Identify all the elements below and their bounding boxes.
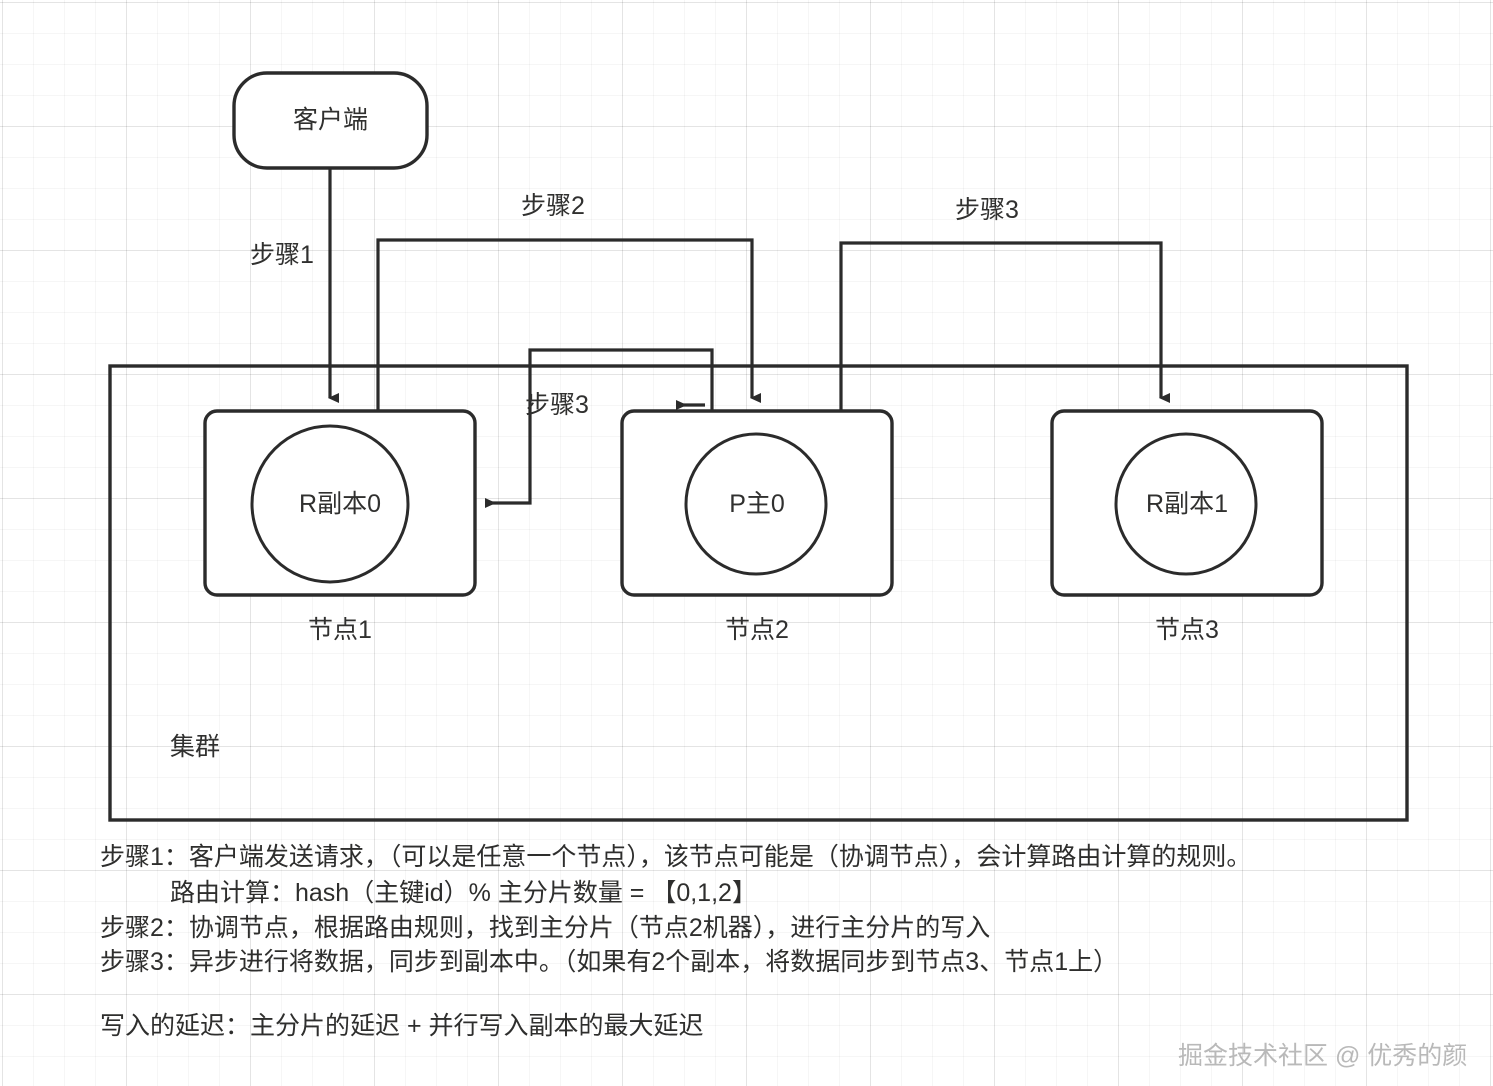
edge-label-step1: 步骤1 (250, 241, 314, 269)
cluster-box (108, 364, 1409, 822)
client-label: 客户端 (292, 106, 368, 134)
shard-label-3: R副本1 (1146, 490, 1228, 518)
edge-label-step3-right: 步骤3 (955, 196, 1019, 224)
cluster-label: 集群 (170, 733, 221, 761)
shard-circle-3[interactable] (1114, 432, 1258, 576)
caption-line-1: 步骤1：客户端发送请求，（可以是任意一个节点），该节点可能是（协调节点），会计算… (100, 843, 1252, 871)
caption-line-2: 路由计算：hash（主键id）% 主分片数量 = 【0,1,2】 (170, 879, 757, 907)
edge-step3-left (485, 348, 714, 508)
caption-line-3: 步骤2：协调节点，根据路由规则，找到主分片（节点2机器），进行主分片的写入 (100, 914, 991, 942)
caption-line-4: 步骤3：异步进行将数据，同步到副本中。（如果有2个副本，将数据同步到节点3、节点… (100, 948, 1119, 976)
node-label-1: 节点1 (308, 616, 372, 644)
shard-label-2: P主0 (729, 490, 785, 518)
shard-label-1: R副本0 (299, 490, 381, 518)
edge-step2 (376, 238, 761, 412)
edge-label-step3-left: 步骤3 (525, 391, 589, 419)
node-label-3: 节点3 (1155, 616, 1219, 644)
shard-circle-1[interactable] (250, 424, 410, 584)
edge-label-step2: 步骤2 (521, 192, 585, 220)
watermark: 掘金技术社区 @ 优秀的颜 (1178, 1042, 1468, 1070)
node-label-2: 节点2 (725, 616, 789, 644)
caption-line-5: 写入的延迟：主分片的延迟 + 并行写入副本的最大延迟 (100, 1012, 704, 1040)
shard-circle-2[interactable] (684, 432, 828, 576)
edge-step3-right (839, 241, 1170, 412)
